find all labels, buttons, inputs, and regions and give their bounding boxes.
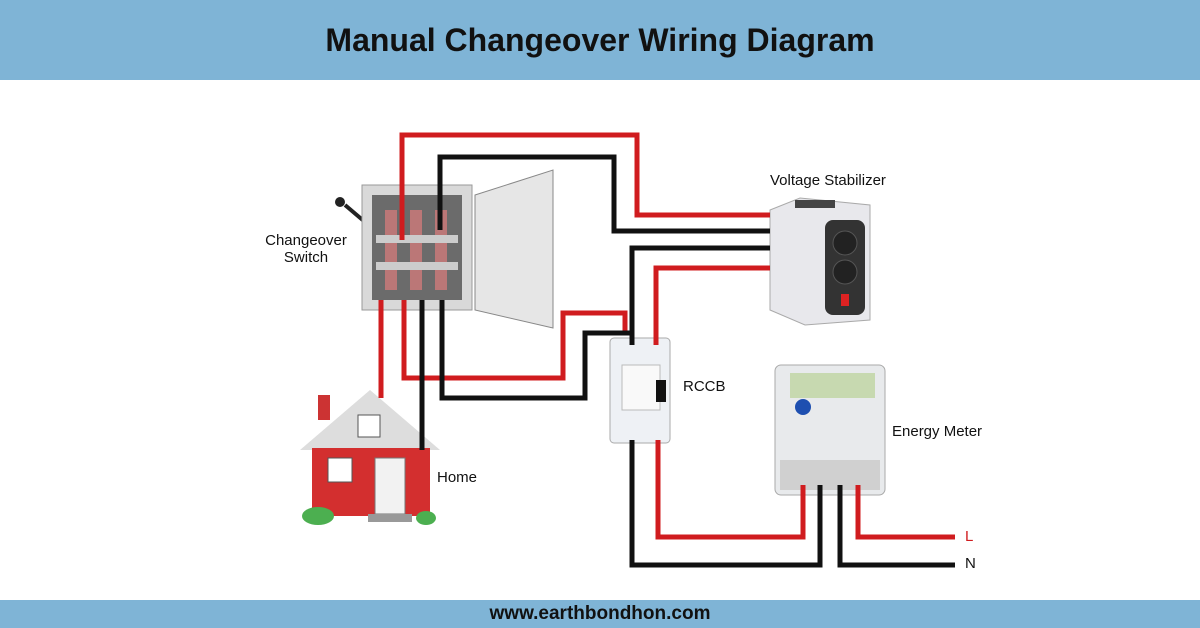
live-label: L	[965, 528, 974, 545]
home-label: Home	[437, 469, 478, 486]
voltage-stabilizer	[769, 197, 871, 326]
neutral-wire-switch-stabilizer	[437, 154, 770, 234]
live-wire-supply	[855, 485, 955, 540]
rccb-label: RCCB	[683, 378, 726, 395]
neutral-wire-rccb-meter	[629, 440, 823, 568]
stabilizer-label: Voltage Stabilizer	[770, 172, 886, 189]
live-wire-rccb-meter	[655, 440, 806, 540]
changeover-switch-label: Changeover Switch	[265, 232, 347, 266]
changeover-switch	[335, 169, 554, 329]
neutral-wire-stabilizer-rccb	[629, 245, 770, 345]
live-wire-switch-stabilizer	[399, 132, 770, 240]
rccb-device	[609, 337, 671, 444]
page-title: Manual Changeover Wiring Diagram	[325, 21, 875, 58]
live-wire-switch-out	[401, 300, 628, 381]
footer-url: www.earthbondhon.com	[0, 600, 1200, 628]
neutral-label: N	[965, 555, 976, 572]
neutral-wire-supply	[837, 485, 955, 568]
neutral-wire-switch-out	[439, 300, 632, 401]
live-wire-stabilizer-rccb	[653, 265, 770, 345]
home-house	[300, 390, 440, 525]
energy-meter	[774, 364, 886, 496]
energy-meter-label: Energy Meter	[892, 423, 983, 440]
header-band: Manual Changeover Wiring Diagram	[0, 0, 1200, 80]
